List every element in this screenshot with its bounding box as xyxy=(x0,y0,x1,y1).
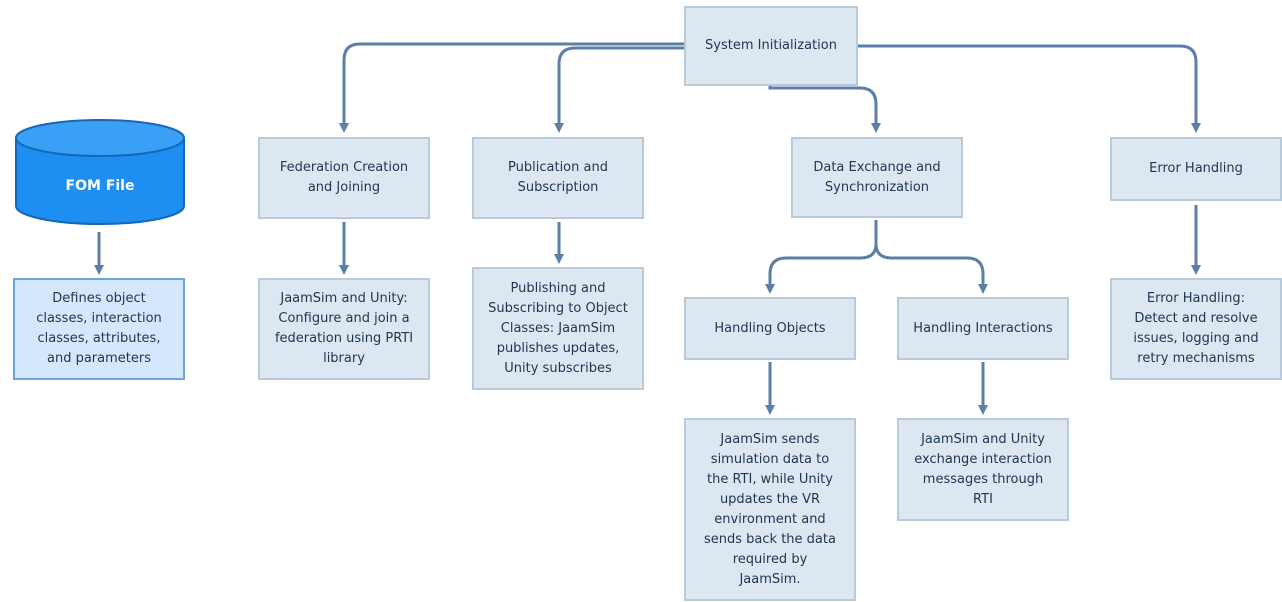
edge-init-federation xyxy=(339,42,684,133)
federation-description-box: JaamSim and Unity: Configure and join a … xyxy=(258,278,430,380)
edge-init-error xyxy=(858,44,1201,133)
federation-creation-box: Federation Creation and Joining xyxy=(258,137,430,219)
edge-dataexchange-objects xyxy=(765,220,878,294)
edge-init-dataexchange xyxy=(768,86,881,133)
data-exchange-box: Data Exchange and Synchronization xyxy=(791,137,963,218)
fom-file-cylinder-icon xyxy=(15,119,185,225)
edge-dataexchange-interactions xyxy=(874,243,988,294)
system-initialization-box: System Initialization xyxy=(684,6,858,86)
error-handling-box: Error Handling xyxy=(1110,137,1282,201)
publication-subscription-box: Publication and Subscription xyxy=(472,137,644,219)
fom-file-label: FOM File xyxy=(65,178,135,194)
publication-description-box: Publishing and Subscribing to Object Cla… xyxy=(472,267,644,390)
handling-objects-box: Handling Objects xyxy=(684,297,856,360)
handling-interactions-description-box: JaamSim and Unity exchange interaction m… xyxy=(897,418,1069,521)
edge-init-publication xyxy=(554,46,684,133)
error-handling-description-box: Error Handling: Detect and resolve issue… xyxy=(1110,278,1282,380)
handling-objects-description-box: JaamSim sends simulation data to the RTI… xyxy=(684,418,856,601)
fom-description-box: Defines object classes, interaction clas… xyxy=(13,278,185,380)
handling-interactions-box: Handling Interactions xyxy=(897,297,1069,360)
